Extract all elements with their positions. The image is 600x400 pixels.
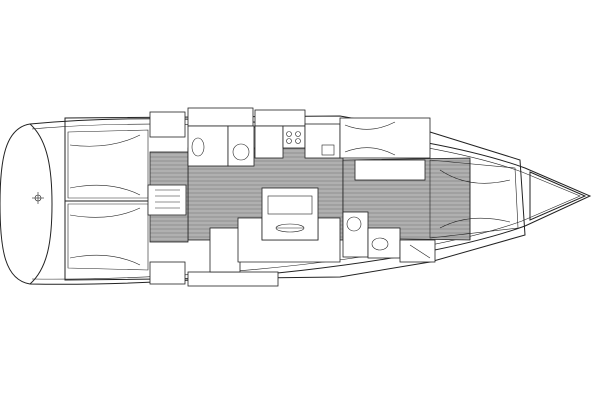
aft-cabins [65,129,187,271]
v-berth [429,159,519,240]
stove-icon [286,131,292,137]
forward-head [342,211,436,263]
shower-icon [232,143,250,161]
salon-settee [209,187,341,273]
sink-icon [321,144,335,156]
forward-side-cabin [339,117,431,181]
galley [254,123,341,159]
stern-crosshair-icon [32,192,44,204]
bow-locker [529,171,587,221]
transom [29,123,53,285]
aft-head [187,125,255,167]
lockers [149,107,306,287]
toilet-icon [191,137,205,157]
